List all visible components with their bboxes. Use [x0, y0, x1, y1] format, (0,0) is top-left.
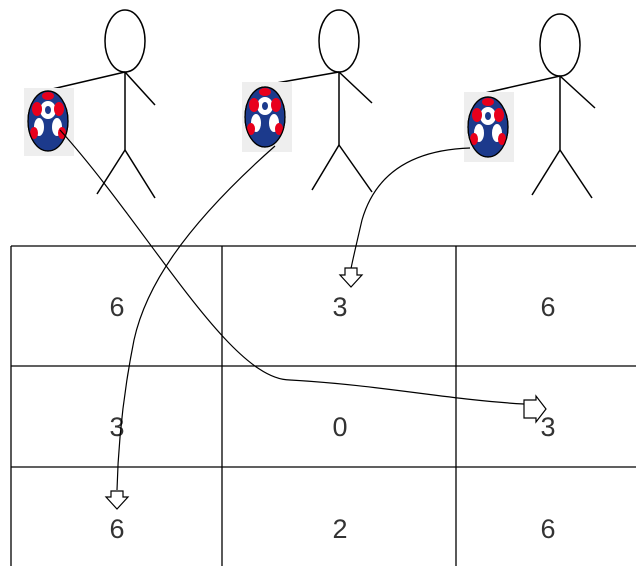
cell-r1-c3: 6: [540, 292, 555, 322]
ball-middle: [242, 82, 292, 152]
cell-r1-c1: 6: [109, 292, 124, 322]
arrow-head-down: [338, 267, 364, 288]
trajectory-left-ball: [59, 129, 547, 424]
arrow-head-down: [104, 490, 130, 510]
arrow-head-right: [523, 394, 547, 424]
goal-grid: [10, 245, 636, 566]
cell-r3-c2: 2: [332, 514, 347, 544]
stick-figure-left: [47, 9, 156, 199]
stick-figure-head: [318, 9, 360, 73]
stick-figure-head: [539, 13, 581, 77]
cell-r3-c3: 6: [540, 514, 555, 544]
cell-r1-c2: 3: [332, 292, 347, 322]
cell-r3-c1: 6: [109, 514, 124, 544]
cell-r2-c3: 3: [540, 412, 555, 442]
stick-figure-right: [484, 13, 596, 199]
trajectory-middle-ball: [104, 145, 276, 510]
ball-right: [464, 92, 514, 162]
stick-figure-middle: [264, 9, 373, 193]
grid-values: 6 3 6 3 0 3 6 2 6: [109, 292, 555, 544]
cell-r2-c2: 0: [332, 412, 347, 442]
stick-figure-head: [104, 9, 146, 73]
ball-left: [24, 88, 74, 156]
trajectory-right-ball: [338, 147, 471, 288]
